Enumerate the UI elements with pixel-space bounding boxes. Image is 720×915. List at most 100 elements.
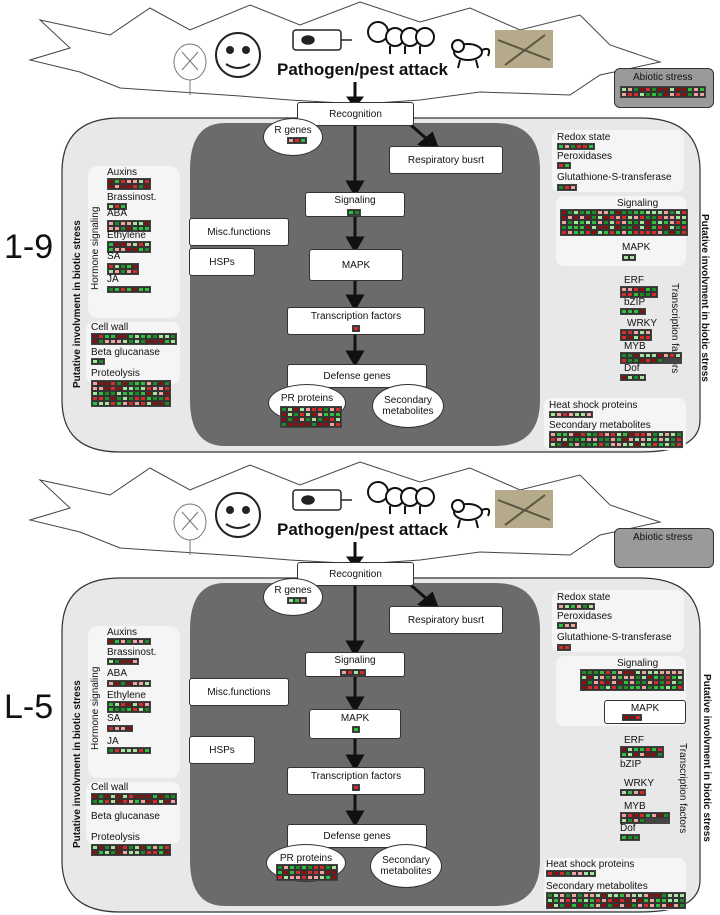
heatmap-cell <box>598 437 604 442</box>
secondary-metabolites-ellipse: Secondary metabolites <box>372 384 444 428</box>
heatmap-cell <box>114 226 120 231</box>
heatmap-cell <box>152 850 158 855</box>
ethylene-label: Ethylene <box>107 690 146 701</box>
heatmap-wrky <box>620 789 646 796</box>
heatmap-cell <box>158 381 164 386</box>
heatmap-cell <box>641 685 647 690</box>
heatmap-cell <box>634 432 640 437</box>
heatmap-cell <box>651 87 657 92</box>
heatmap-cell <box>138 639 144 644</box>
heatmap-cell <box>580 412 586 417</box>
heatmap-cell <box>152 391 158 396</box>
heatmap-right-mapk <box>622 714 642 721</box>
heatmap-right-mapk <box>622 254 636 261</box>
heatmap-cell <box>639 818 645 823</box>
heatmap-cell <box>639 790 645 795</box>
right-mapk-label: MAPK <box>622 242 651 253</box>
heatmap-signaling <box>340 669 366 676</box>
heatmap-cell <box>553 893 559 898</box>
heatmap-cell <box>558 185 564 190</box>
heatmap-cell <box>577 893 583 898</box>
heatmap-cell <box>693 92 699 97</box>
heatmap-cell <box>639 87 645 92</box>
heatmap-cell <box>317 407 323 412</box>
heatmap-cell <box>639 813 645 818</box>
heatmap-ja <box>107 747 151 754</box>
heatmap-cell <box>126 659 132 664</box>
heatmap-cell <box>623 715 629 720</box>
heatmap-cell <box>621 353 627 358</box>
heatmap-cell <box>621 230 627 235</box>
heatmap-cell <box>132 221 138 226</box>
heatmap-cell <box>577 898 583 903</box>
heatmap-cell <box>144 639 150 644</box>
heatmap-cell <box>627 87 633 92</box>
heatmap-cell <box>293 412 299 417</box>
heatmap-cell <box>144 707 150 712</box>
heatmap-cell <box>571 903 577 908</box>
heatmap-cell <box>568 442 574 447</box>
heatmap-cell <box>661 893 667 898</box>
heatmap-cell <box>640 432 646 437</box>
heatmap-cell <box>110 334 116 339</box>
heatmap-cell <box>104 401 110 406</box>
heatmap-cell <box>581 680 587 685</box>
heatmap-cell <box>628 437 634 442</box>
heatmap-cell <box>98 396 104 401</box>
heatmap-cell <box>591 230 597 235</box>
pathogen-attack-title: Pathogen/pest attack <box>277 60 448 79</box>
heatmap-cell <box>652 432 658 437</box>
heatmap-cell <box>627 813 633 818</box>
heatmap-cell <box>585 215 591 220</box>
heatmap-cell <box>98 845 104 850</box>
heatmap-cell <box>331 865 337 870</box>
heatmap-cell <box>122 799 128 804</box>
heatmap-cell <box>573 210 579 215</box>
heatmap-cell <box>158 845 164 850</box>
heatmap-cell <box>651 752 657 757</box>
heatmap-cell <box>657 230 663 235</box>
heatmap-cell <box>634 437 640 442</box>
heatmap-cell-wall <box>91 333 177 345</box>
heatmap-cell <box>605 685 611 690</box>
heatmap-cell <box>325 865 331 870</box>
heatmap-cell <box>138 707 144 712</box>
heatmap-cell <box>295 865 301 870</box>
heatmap-cell <box>599 675 605 680</box>
heatmap-cell <box>592 432 598 437</box>
heatmap-cell <box>126 242 132 247</box>
heatmap-cell <box>637 898 643 903</box>
heatmap-cell <box>663 87 669 92</box>
heatmap-cell <box>562 412 568 417</box>
heatmap-cell <box>639 210 645 215</box>
heatmap-cell <box>547 903 553 908</box>
right-signaling-label: Signaling <box>617 658 659 669</box>
heatmap-cell <box>621 813 627 818</box>
heatmap-cell <box>120 702 126 707</box>
heatmap-cell <box>615 220 621 225</box>
heatmap-cell <box>677 685 683 690</box>
heatmap-cell <box>289 870 295 875</box>
heatmap-cell <box>610 432 616 437</box>
heatmap-cell <box>669 210 675 215</box>
heatmap-cell <box>629 670 635 675</box>
heatmap-cell <box>675 230 681 235</box>
secondary-metabolites-label: Secondary metabolites <box>546 881 648 892</box>
right-axis-label: Putative involvment in biotic stress <box>701 674 712 842</box>
mapk-box: MAPK <box>309 709 401 739</box>
heatmap-cell <box>651 358 657 363</box>
heatmap-cell <box>633 92 639 97</box>
heatmap-cell <box>670 432 676 437</box>
heatmap-cell <box>613 903 619 908</box>
heatmap-cell <box>108 287 114 292</box>
heatmap-cell <box>639 358 645 363</box>
heatmap-cell <box>587 680 593 685</box>
heatmap-cell <box>561 210 567 215</box>
heatmap-proteolysis <box>91 380 171 407</box>
heatmap-cell <box>639 747 645 752</box>
heatmap-cell <box>116 401 122 406</box>
heatmap-aba <box>107 220 151 232</box>
heatmap-cell <box>653 680 659 685</box>
heatmap-cell <box>663 92 669 97</box>
heatmap-cell <box>627 835 633 840</box>
